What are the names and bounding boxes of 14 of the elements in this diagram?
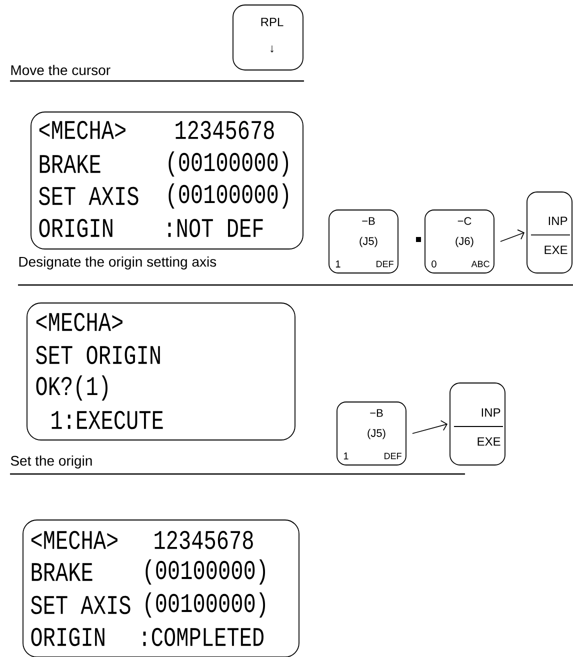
- key-button: −B (J5) 1 DEF: [328, 210, 398, 274]
- step-caption: Set the origin: [10, 455, 92, 469]
- key-button: INP EXE: [526, 192, 572, 274]
- lcd-screen: <MECHA> 12345678 BRAKE (00100000) SET AXIS (00100000) ORIGIN :NOT DEF: [30, 112, 304, 250]
- key-button: −B (J5) 1 DEF: [336, 402, 406, 466]
- key-button: RPL ↓: [232, 4, 304, 70]
- arrow: [500, 229, 525, 242]
- key-button: −C (J6) 0 ABC: [424, 210, 494, 274]
- step-caption: Designate the origin setting axis: [19, 256, 216, 270]
- lcd-screen: <MECHA> 12345678 BRAKE (00100000) SET AXIS (00100000) ORIGIN :COMPLETED: [22, 520, 300, 657]
- lcd-screen: <MECHA> SET ORIGIN OK?(1) 1:EXECUTE: [26, 302, 296, 440]
- step-caption: Move the cursor: [11, 64, 110, 76]
- key-button: INP EXE: [450, 382, 506, 466]
- arrow: [412, 420, 448, 434]
